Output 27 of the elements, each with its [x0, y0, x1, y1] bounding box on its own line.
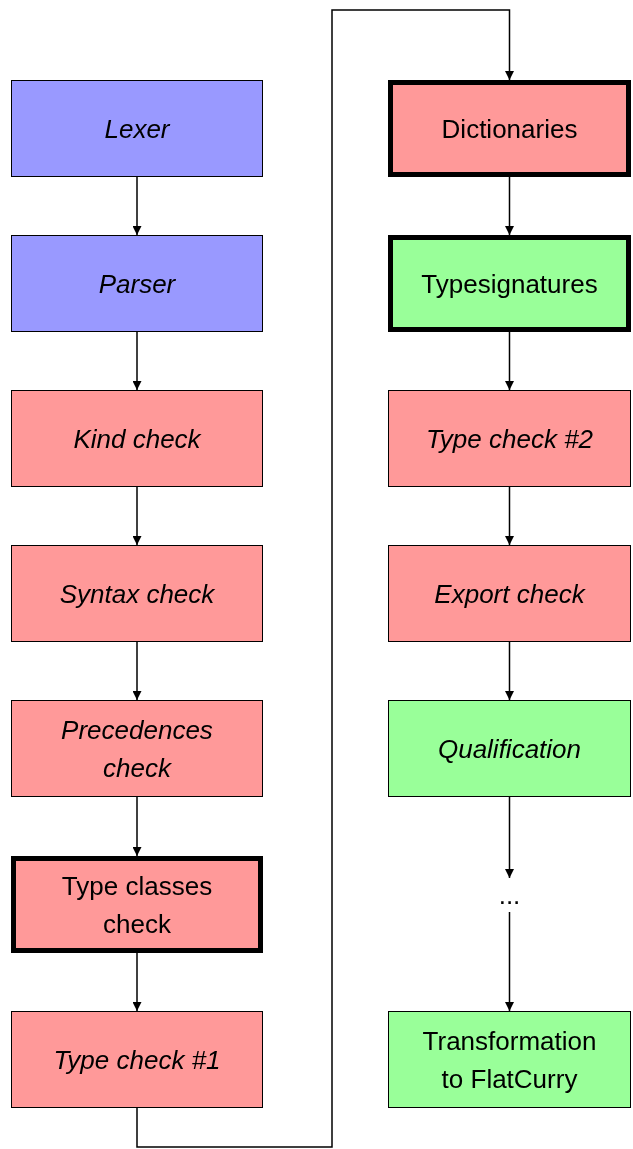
arrow: [505, 796, 514, 879]
process-box: Kind check: [11, 390, 263, 487]
arrow: [132, 796, 142, 857]
arrow: [505, 176, 514, 236]
process-box: Typesignatures: [388, 235, 631, 332]
process-box: Dictionaries: [388, 80, 631, 177]
process-box: Export check: [388, 545, 631, 642]
arrow: [132, 641, 142, 701]
ellipsis-text: ...: [489, 878, 530, 912]
arrow: [505, 641, 514, 701]
process-box: Precedences check: [11, 700, 263, 797]
process-box: Type check #2: [388, 390, 631, 487]
arrow: [132, 331, 142, 391]
arrow: [136, 9, 514, 1148]
arrow: [505, 486, 514, 546]
process-box: Type classes check: [11, 856, 263, 953]
process-box: Qualification: [388, 700, 631, 797]
arrow: [132, 176, 142, 236]
arrow: [505, 331, 514, 391]
process-box: Lexer: [11, 80, 263, 177]
arrow: [132, 952, 142, 1012]
arrow: [132, 486, 142, 546]
process-box: Parser: [11, 235, 263, 332]
process-box: Transformation to FlatCurry: [388, 1011, 631, 1108]
process-box: Syntax check: [11, 545, 263, 642]
arrow: [505, 911, 514, 1012]
process-box: Type check #1: [11, 1011, 263, 1108]
